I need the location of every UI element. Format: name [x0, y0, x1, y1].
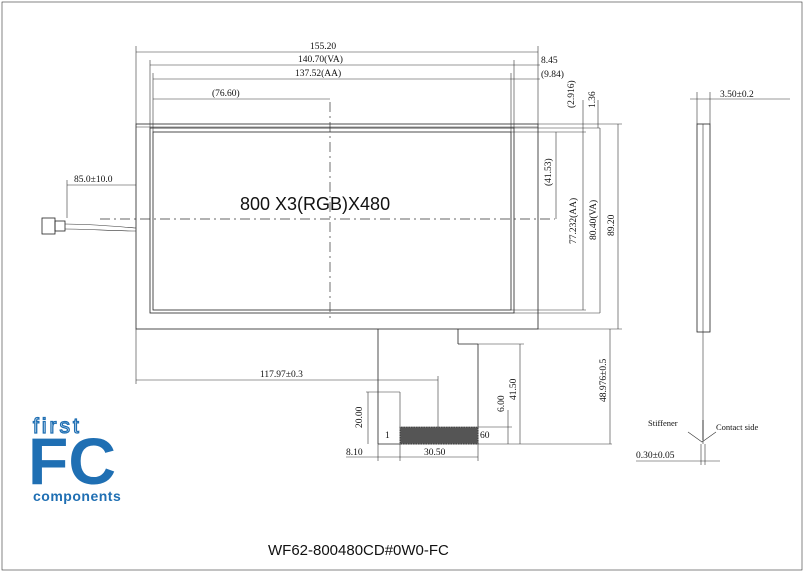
dim-aa-height: 77.232(AA): [568, 198, 579, 244]
dim-top-offset-2: 1.36: [588, 91, 598, 108]
viewing-area-outline: [149, 127, 515, 314]
active-area-outline: [152, 131, 512, 311]
cable-connector: [41, 217, 56, 235]
dim-pad-offset: 8.10: [346, 448, 363, 458]
resolution-label: 800 X3(RGB)X480: [240, 194, 390, 214]
dim-tail-offset: 117.97±0.3: [260, 370, 303, 380]
dim-tail-length: 20.00: [355, 406, 365, 428]
front-view: 800 X3(RGB)X480: [100, 102, 555, 330]
logo-fc-text: FC: [28, 424, 116, 498]
dim-stiffener-thickness: 0.30±0.05: [636, 451, 675, 461]
dim-thickness: 3.50±0.2: [720, 90, 754, 100]
dim-tail-height: 41.50: [509, 378, 519, 400]
pin-last-label: 60: [480, 431, 490, 441]
side-view: 3.50±0.2 Stiffener Contact side 0.30±0.0…: [636, 90, 790, 465]
dim-center-offset: (76.60): [212, 88, 240, 99]
cable-assembly: 85.0±10.0: [41, 175, 137, 235]
logo-components-text: components: [33, 488, 121, 504]
top-dimensions: 155.20 140.70(VA) 137.52(AA) (76.60) 8.4…: [135, 42, 564, 132]
right-dimensions: (2.916) 1.36 (41.53) 77.232(AA) 80.40(VA…: [511, 80, 622, 330]
outer-glass-outline: [135, 123, 539, 330]
dim-tail-tip: 6.00: [497, 395, 507, 412]
dim-tail-total: 48.976±0.5: [599, 359, 609, 402]
fpc-tail: 1 60 117.97±0.3 20.00 8.10 30.50 6.00 41…: [135, 329, 612, 461]
company-logo: first FC components: [28, 414, 121, 504]
side-profile: [696, 123, 711, 333]
dim-overall-width: 155.20: [310, 42, 336, 52]
dim-right-margin: 8.45: [541, 56, 558, 66]
dim-cable-length: 85.0±10.0: [74, 175, 113, 185]
dim-pad-width: 30.50: [424, 448, 446, 458]
model-number: WF62-800480CD#0W0-FC: [268, 542, 449, 559]
dim-right-margin-2: (9.84): [541, 69, 564, 80]
dim-top-offset: (2.916): [566, 80, 577, 108]
stiffener-label: Stiffener: [648, 418, 678, 428]
dim-overall-height: 89.20: [607, 214, 617, 236]
pin-first-label: 1: [385, 431, 390, 441]
dim-va-height: 80.40(VA): [588, 200, 599, 240]
dim-aa-width: 137.52(AA): [295, 68, 341, 79]
contact-pads: [399, 426, 479, 445]
dim-center-height: (41.53): [543, 158, 554, 186]
contact-side-label: Contact side: [716, 422, 758, 432]
logo-first-text: first: [33, 415, 82, 438]
dim-va-width: 140.70(VA): [298, 54, 343, 65]
